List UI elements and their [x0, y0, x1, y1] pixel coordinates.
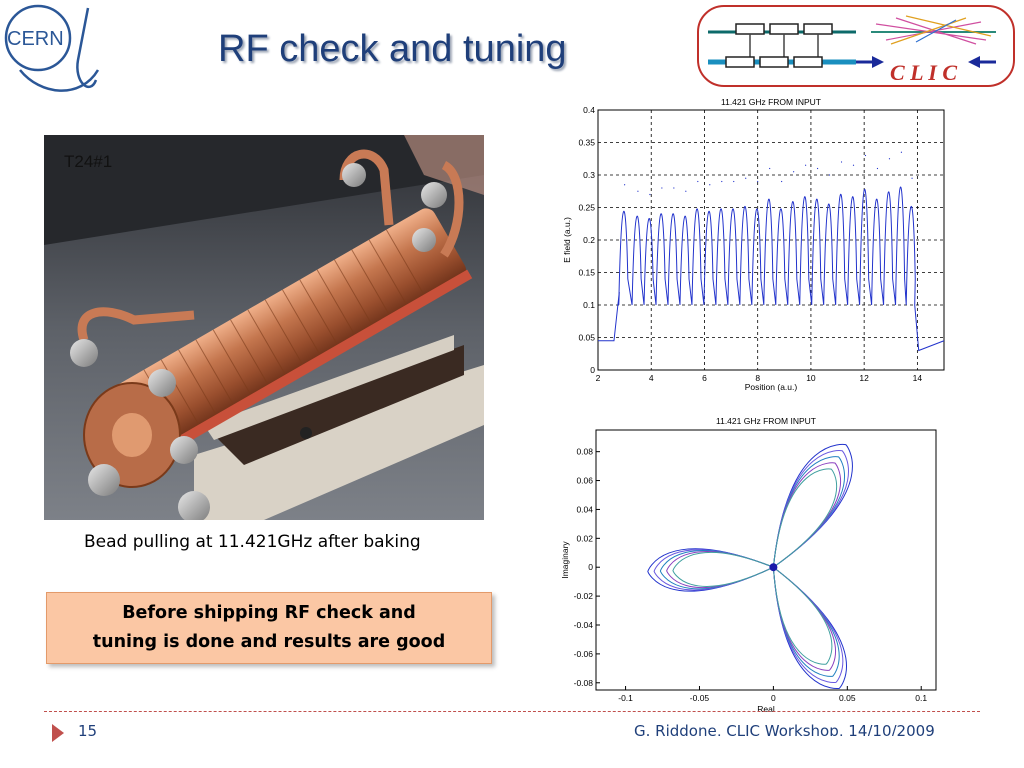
y-tick-label: 0.3 [583, 170, 595, 180]
trefoil-lobe [772, 468, 838, 568]
peak-point [816, 167, 819, 170]
peak-point [697, 180, 699, 183]
y-tick-label: -0.02 [574, 591, 594, 601]
x-tick-label: 0.1 [915, 693, 927, 703]
peak-point [757, 180, 759, 183]
trefoil-lobe [666, 551, 774, 589]
y-tick-label: 0 [588, 562, 593, 572]
y-tick-label: 0.1 [583, 300, 595, 310]
complex-plane-plot: -0.1 -0.05 0 0.05 0.1 -0.08 -0.06 -0.04 -0.02 0 0.… [560, 416, 937, 714]
peak-point [852, 164, 855, 166]
y-tick-label: 0.4 [583, 105, 595, 115]
peak-point [769, 167, 771, 170]
photo-caption: Bead pulling at 11.421GHz after baking [84, 532, 421, 552]
trefoil-lobe [772, 443, 853, 568]
x-tick-label: 6 [702, 373, 707, 383]
trefoil-lobe [772, 566, 844, 683]
y-tick-label: -0.08 [574, 678, 594, 688]
trefoil-lobe [772, 566, 848, 689]
peak-point [745, 177, 747, 179]
y-tick-label: 0.06 [576, 476, 593, 486]
trefoil-lobe [672, 552, 774, 587]
peak-point [661, 187, 663, 189]
callout-line-2: tuning is done and results are good [92, 632, 446, 652]
x-tick-label: 8 [755, 373, 760, 383]
x-tick-label: 4 [649, 373, 654, 383]
peak-point [864, 154, 867, 157]
y-tick-label: 0.04 [576, 504, 593, 514]
trefoil-lobe [659, 550, 774, 590]
cern-logo: CERN [4, 4, 100, 92]
trefoil-lobe [772, 456, 846, 568]
chart-title: 11.421 GHz FROM INPUT [716, 416, 816, 426]
trefoil-lobe [772, 566, 833, 665]
page-title: RF check and tuning [218, 28, 567, 70]
peak-point [709, 184, 711, 186]
x-tick-label: -0.1 [618, 693, 633, 703]
peak-point [733, 180, 735, 183]
efield-plot: 2 4 6 8 10 12 14 0 0.05 0.1 0.15 0.2 0.25 0.3 0.35 0.4 1… [562, 97, 945, 392]
x-tick-label: 0 [771, 693, 776, 703]
x-tick-label: 12 [859, 373, 869, 383]
cern-logo-text: CERN [7, 28, 64, 50]
peak-point [876, 167, 879, 170]
y-tick-label: 0.02 [576, 533, 593, 543]
plot-frame [595, 429, 937, 691]
peak-point [649, 193, 651, 196]
y-tick-label: -0.04 [574, 620, 594, 630]
x-axis-label: Position (a.u.) [745, 382, 798, 392]
footer-arrow-icon [52, 724, 64, 742]
peak-point [673, 187, 675, 189]
peak-point [888, 158, 891, 160]
x-tick-label: 14 [913, 373, 923, 383]
peak-point [781, 180, 783, 183]
photo-label: T24#1 [64, 152, 113, 171]
clic-logo: C L I C [697, 5, 1015, 87]
peak-point [840, 161, 843, 163]
y-tick-label: 0.15 [578, 268, 595, 278]
y-tick-label: 0.25 [578, 203, 595, 213]
peak-point [685, 190, 687, 192]
peak-point [793, 171, 795, 173]
peak-point [637, 190, 639, 192]
conclusion-callout: Before shipping RF check and tuning is d… [46, 592, 492, 664]
trefoil-lobe [772, 462, 842, 568]
trefoil-lobe [772, 566, 840, 677]
y-tick-label: 0.08 [576, 447, 593, 457]
trefoil-lobe [772, 450, 849, 568]
footer-credit: G. Riddone, CLIC Workshop, 14/10/2009 [634, 722, 935, 736]
trefoil-lobe [653, 549, 774, 591]
accelerating-structure-photo [44, 135, 484, 520]
y-tick-label: 0 [590, 365, 595, 375]
x-tick-label: 2 [596, 373, 601, 383]
peak-point [828, 174, 831, 176]
peak-point [911, 177, 913, 179]
peak-point [805, 164, 807, 166]
y-tick-label: 0.35 [578, 138, 595, 148]
clic-logo-text: C L I C [890, 60, 957, 85]
y-tick-label: -0.06 [574, 649, 594, 659]
chart-title: 11.421 GHz FROM INPUT [721, 97, 821, 107]
origin-marker [769, 563, 778, 572]
callout-line-1: Before shipping RF check and [122, 603, 416, 623]
page-number: 15 [78, 722, 98, 740]
x-axis-label: Real [757, 704, 775, 714]
footer-divider [44, 711, 980, 712]
peak-point [721, 180, 723, 183]
x-tick-label: 0.05 [839, 693, 856, 703]
series-line-efield [598, 186, 945, 352]
x-tick-label: 10 [806, 373, 816, 383]
y-axis-label: Imaginary [560, 541, 570, 579]
y-axis-label: E field (a.u.) [562, 217, 572, 263]
peak-point [900, 151, 903, 153]
trefoil-lobe [647, 548, 774, 592]
trefoil-lobe [772, 566, 836, 671]
peak-point [624, 184, 626, 186]
y-tick-label: 0.2 [583, 235, 595, 245]
y-tick-label: 0.05 [578, 333, 595, 343]
x-tick-label: -0.05 [690, 693, 710, 703]
